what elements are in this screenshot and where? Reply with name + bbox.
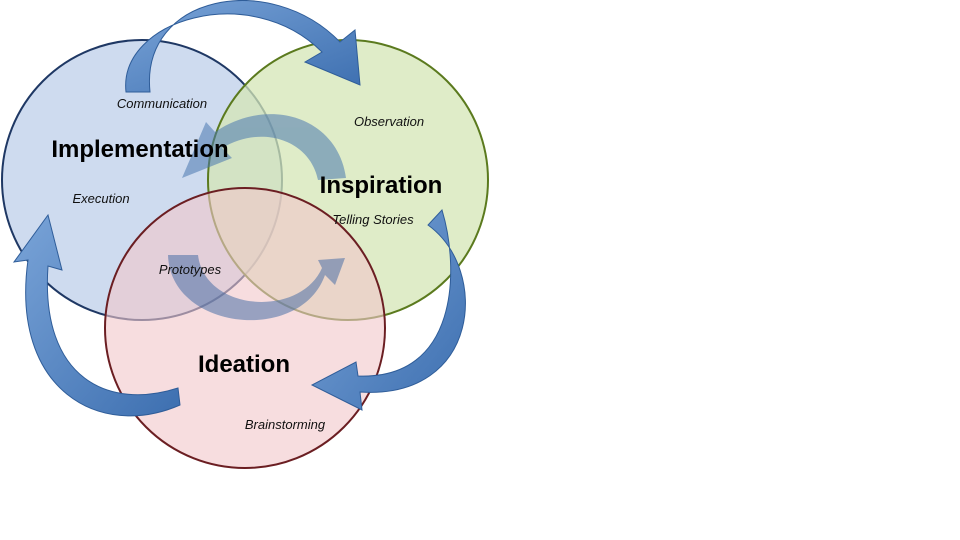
center-label-prototypes: Prototypes bbox=[159, 262, 222, 277]
outer-arrow-top bbox=[125, 0, 361, 93]
ideation-item-brainstorming: Brainstorming bbox=[245, 417, 326, 432]
inner-arrow-top bbox=[182, 114, 346, 180]
outer-arrows bbox=[12, 0, 466, 417]
inner-arrows bbox=[168, 114, 346, 321]
inner-arrow-bottom bbox=[168, 255, 345, 321]
implementation-item-execution: Execution bbox=[72, 191, 129, 206]
outer-arrow-right bbox=[310, 209, 466, 411]
outer-arrow-left bbox=[12, 213, 181, 417]
implementation-title: Implementation bbox=[51, 136, 228, 163]
ideation-title: Ideation bbox=[198, 351, 290, 378]
inspiration-title: Inspiration bbox=[320, 172, 443, 199]
inspiration-item-observation: Observation bbox=[354, 114, 424, 129]
inspiration-item-telling-stories: Telling Stories bbox=[332, 212, 414, 227]
implementation-item-communication: Communication bbox=[117, 96, 207, 111]
